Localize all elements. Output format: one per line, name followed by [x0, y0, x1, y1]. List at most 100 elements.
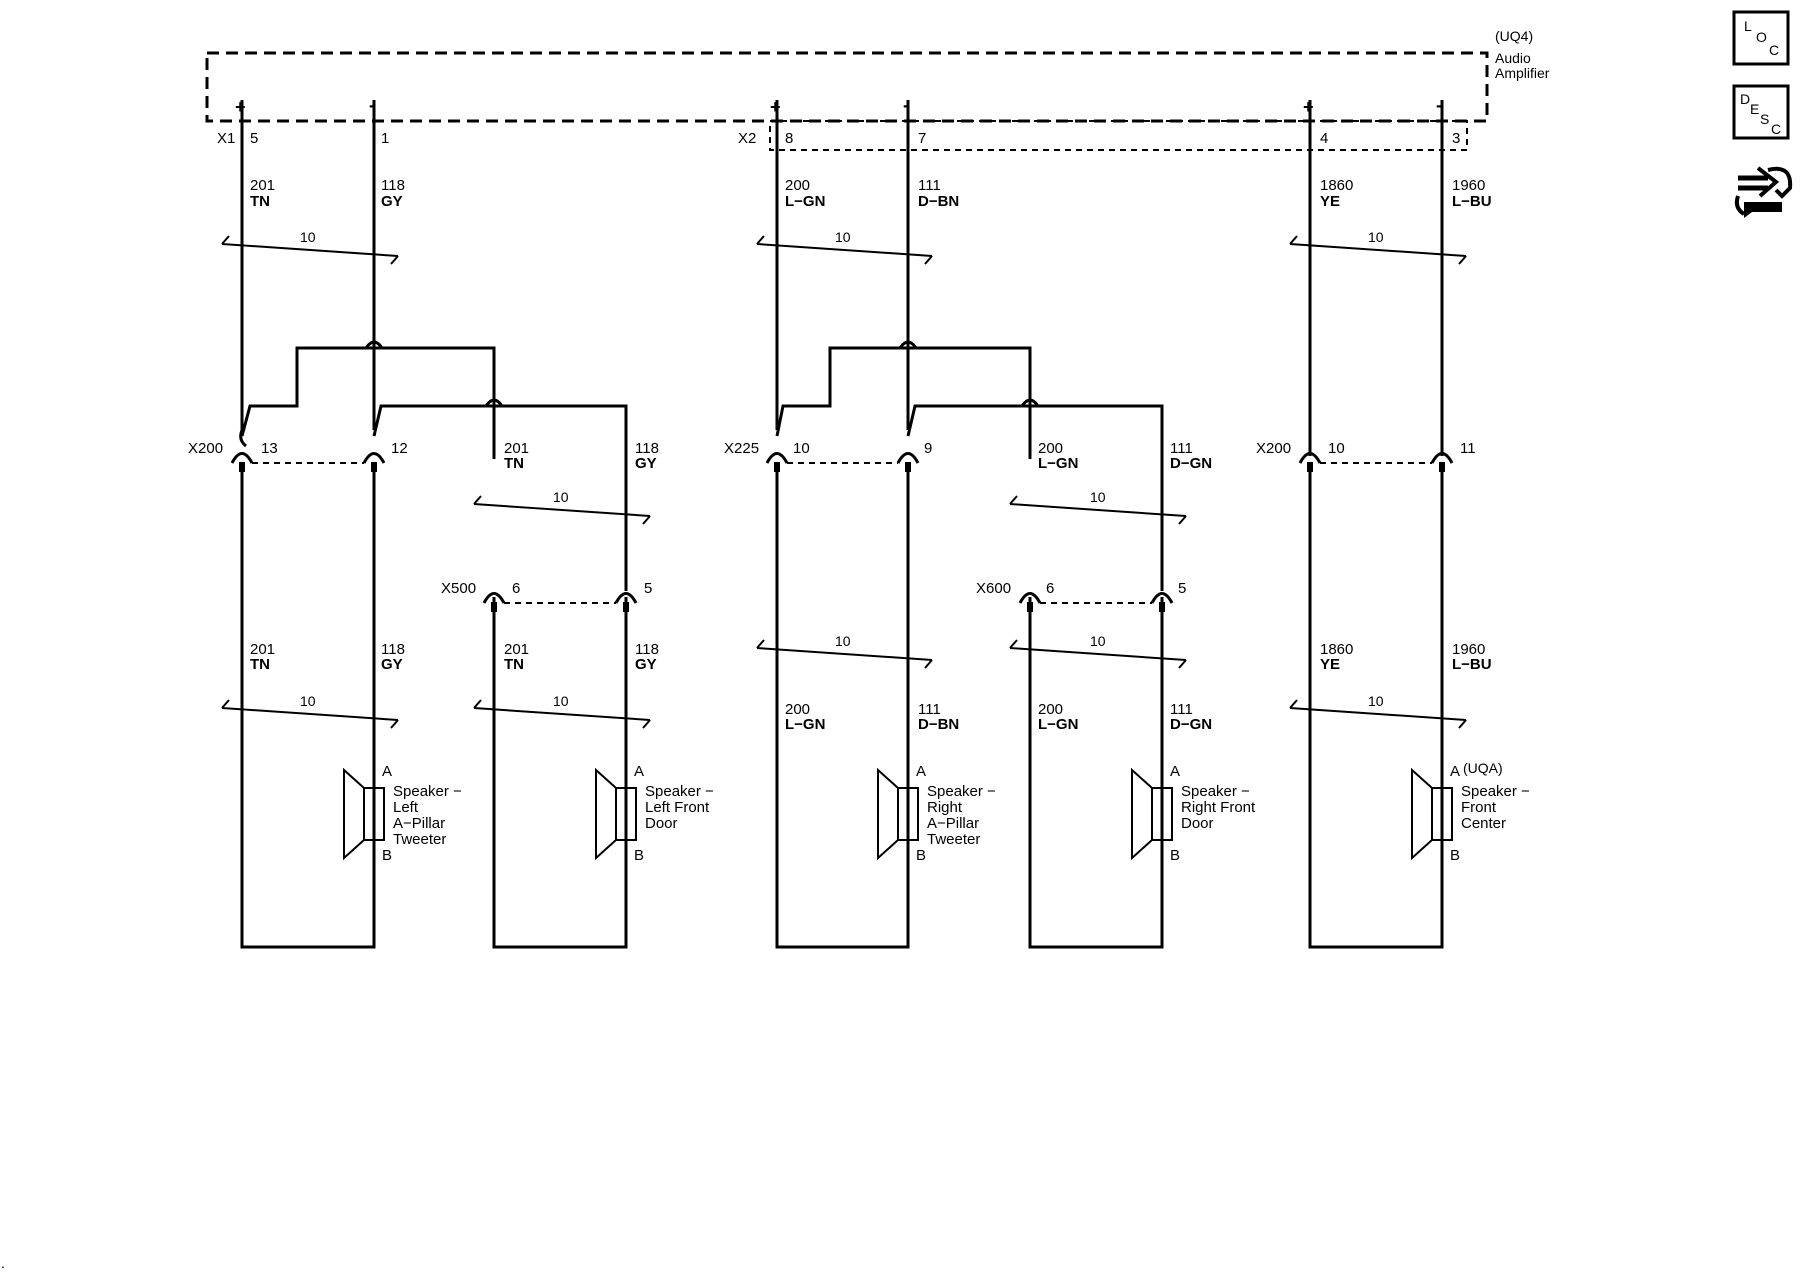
- speaker-label: Left: [393, 799, 419, 816]
- svg-text:200: 200: [1038, 701, 1063, 718]
- speaker-pin-b: B: [1450, 847, 1460, 864]
- speaker-label: Speaker −: [1461, 783, 1530, 800]
- twisted-pair-markers: 10 10 10 10 10 10 10 10 10 10: [221, 229, 1467, 729]
- speaker-front-center[interactable]: A (UQA) B Speaker − Front Center: [1411, 760, 1530, 864]
- svg-text:GY: GY: [381, 656, 403, 673]
- svg-text:L−GN: L−GN: [785, 716, 825, 733]
- speaker-pin-a: A: [1170, 763, 1180, 780]
- svg-text:10: 10: [553, 693, 569, 709]
- svg-text:L−BU: L−BU: [1452, 656, 1492, 673]
- connector-pin: 6: [1046, 580, 1054, 597]
- svg-text:10: 10: [300, 229, 316, 245]
- svg-text:200: 200: [1038, 440, 1063, 457]
- svg-text:GY: GY: [635, 455, 657, 472]
- minus-sign-2: -: [903, 95, 909, 115]
- minus-sign-1: -: [369, 95, 375, 115]
- speaker-label: Tweeter: [927, 831, 980, 848]
- speaker-label: A−Pillar: [393, 815, 445, 832]
- wire-color: L−BU: [1452, 193, 1492, 210]
- wire-circuit: 201: [250, 177, 275, 194]
- x1-label: X1: [217, 130, 235, 147]
- connector-pin: 5: [1178, 580, 1186, 597]
- inline-connector-x600[interactable]: X600 6 5: [976, 580, 1186, 612]
- speaker-pin-b: B: [1170, 847, 1180, 864]
- svg-text:1960: 1960: [1452, 641, 1485, 658]
- svg-text:111: 111: [918, 701, 941, 718]
- module-name-line1: Audio: [1495, 50, 1531, 66]
- speaker-label: A−Pillar: [927, 815, 979, 832]
- inline-connector-x225[interactable]: X225 10 9: [724, 440, 932, 472]
- connector-name: X600: [976, 580, 1011, 597]
- pin-5: 5: [250, 130, 258, 147]
- wire-color: D−BN: [918, 193, 959, 210]
- speaker-pin-a: A: [916, 763, 926, 780]
- inline-connector-x200-right[interactable]: X200 10 11: [1256, 440, 1476, 472]
- connector-pin: 5: [644, 580, 652, 597]
- svg-text:D: D: [1740, 91, 1750, 107]
- connector-wrench-icon[interactable]: [1734, 166, 1793, 218]
- speaker-label: Speaker −: [645, 783, 714, 800]
- module-name-line2: Amplifier: [1495, 65, 1550, 81]
- speaker-pin-a: A: [1450, 763, 1460, 780]
- speaker-label: Speaker −: [927, 783, 996, 800]
- speaker-right-front-door[interactable]: A B Speaker − Right Front Door: [1131, 763, 1256, 864]
- speaker-left-front-door[interactable]: A B Speaker − Left Front Door: [595, 763, 714, 864]
- module-code: (UQ4): [1495, 28, 1533, 44]
- svg-text:TN: TN: [250, 656, 270, 673]
- svg-text:L−GN: L−GN: [1038, 455, 1078, 472]
- svg-text:TN: TN: [504, 656, 524, 673]
- speaker-left-a-pillar-tweeter[interactable]: A B Speaker − Left A−Pillar Tweeter: [343, 763, 462, 864]
- inline-connector-x200-left[interactable]: X200 13 12: [188, 440, 408, 472]
- wire-color: YE: [1320, 193, 1340, 210]
- svg-text:L: L: [1744, 18, 1752, 34]
- connector-name: X200: [188, 440, 223, 457]
- speaker-pin-b: B: [382, 847, 392, 864]
- wire-circuit: 118: [381, 177, 405, 194]
- svg-text:10: 10: [1368, 693, 1384, 709]
- speaker-right-a-pillar-tweeter[interactable]: A B Speaker − Right A−Pillar Tweeter: [877, 763, 996, 864]
- pin-1: 1: [381, 130, 389, 147]
- connector-pin: 9: [924, 440, 932, 457]
- speaker-pin-a: A: [634, 763, 644, 780]
- wires[interactable]: [239, 100, 1444, 949]
- speaker-label: Door: [1181, 815, 1214, 832]
- svg-text:D−GN: D−GN: [1170, 455, 1212, 472]
- svg-text:1860: 1860: [1320, 641, 1353, 658]
- svg-text:111: 111: [1170, 701, 1193, 718]
- wire-color: GY: [381, 193, 403, 210]
- svg-text:10: 10: [835, 633, 851, 649]
- plus-sign-2: +: [770, 97, 781, 117]
- connector-pin: 6: [512, 580, 520, 597]
- svg-text:10: 10: [835, 229, 851, 245]
- svg-text:TN: TN: [504, 455, 524, 472]
- svg-text:S: S: [1760, 111, 1769, 127]
- pin-3: 3: [1452, 130, 1460, 147]
- speaker-pin-a: A: [382, 763, 392, 780]
- svg-text:10: 10: [553, 489, 569, 505]
- pin-7: 7: [918, 130, 926, 147]
- svg-text:10: 10: [1090, 489, 1106, 505]
- wire-circuit: 200: [785, 177, 810, 194]
- speaker-label: Speaker −: [1181, 783, 1250, 800]
- svg-text:L−GN: L−GN: [1038, 716, 1078, 733]
- loc-icon[interactable]: L O C: [1732, 10, 1790, 66]
- wire-circuit: 1860: [1320, 177, 1353, 194]
- pin-8: 8: [785, 130, 793, 147]
- speaker-pin-b: B: [634, 847, 644, 864]
- wire-color: TN: [250, 193, 270, 210]
- svg-text:C: C: [1771, 121, 1781, 137]
- connector-pin: 10: [793, 440, 810, 457]
- wire-circuit: 1960: [1452, 177, 1485, 194]
- svg-text:201: 201: [504, 440, 529, 457]
- speaker-pin-b: B: [916, 847, 926, 864]
- lower-wire-labels: 201 TN 118 GY 201 TN 118 GY 200 L−GN 111…: [250, 641, 1492, 733]
- svg-text:D−GN: D−GN: [1170, 716, 1212, 733]
- speaker-label: Front: [1461, 799, 1497, 816]
- svg-text:118: 118: [635, 641, 659, 658]
- audio-amplifier-module[interactable]: (UQ4) Audio Amplifier X1 X2 + - + - + - …: [205, 28, 1550, 151]
- inline-connector-x500[interactable]: X500 6 5: [441, 580, 652, 612]
- connector-name: X225: [724, 440, 759, 457]
- svg-text:GY: GY: [635, 656, 657, 673]
- desc-icon[interactable]: D E S C: [1732, 84, 1790, 140]
